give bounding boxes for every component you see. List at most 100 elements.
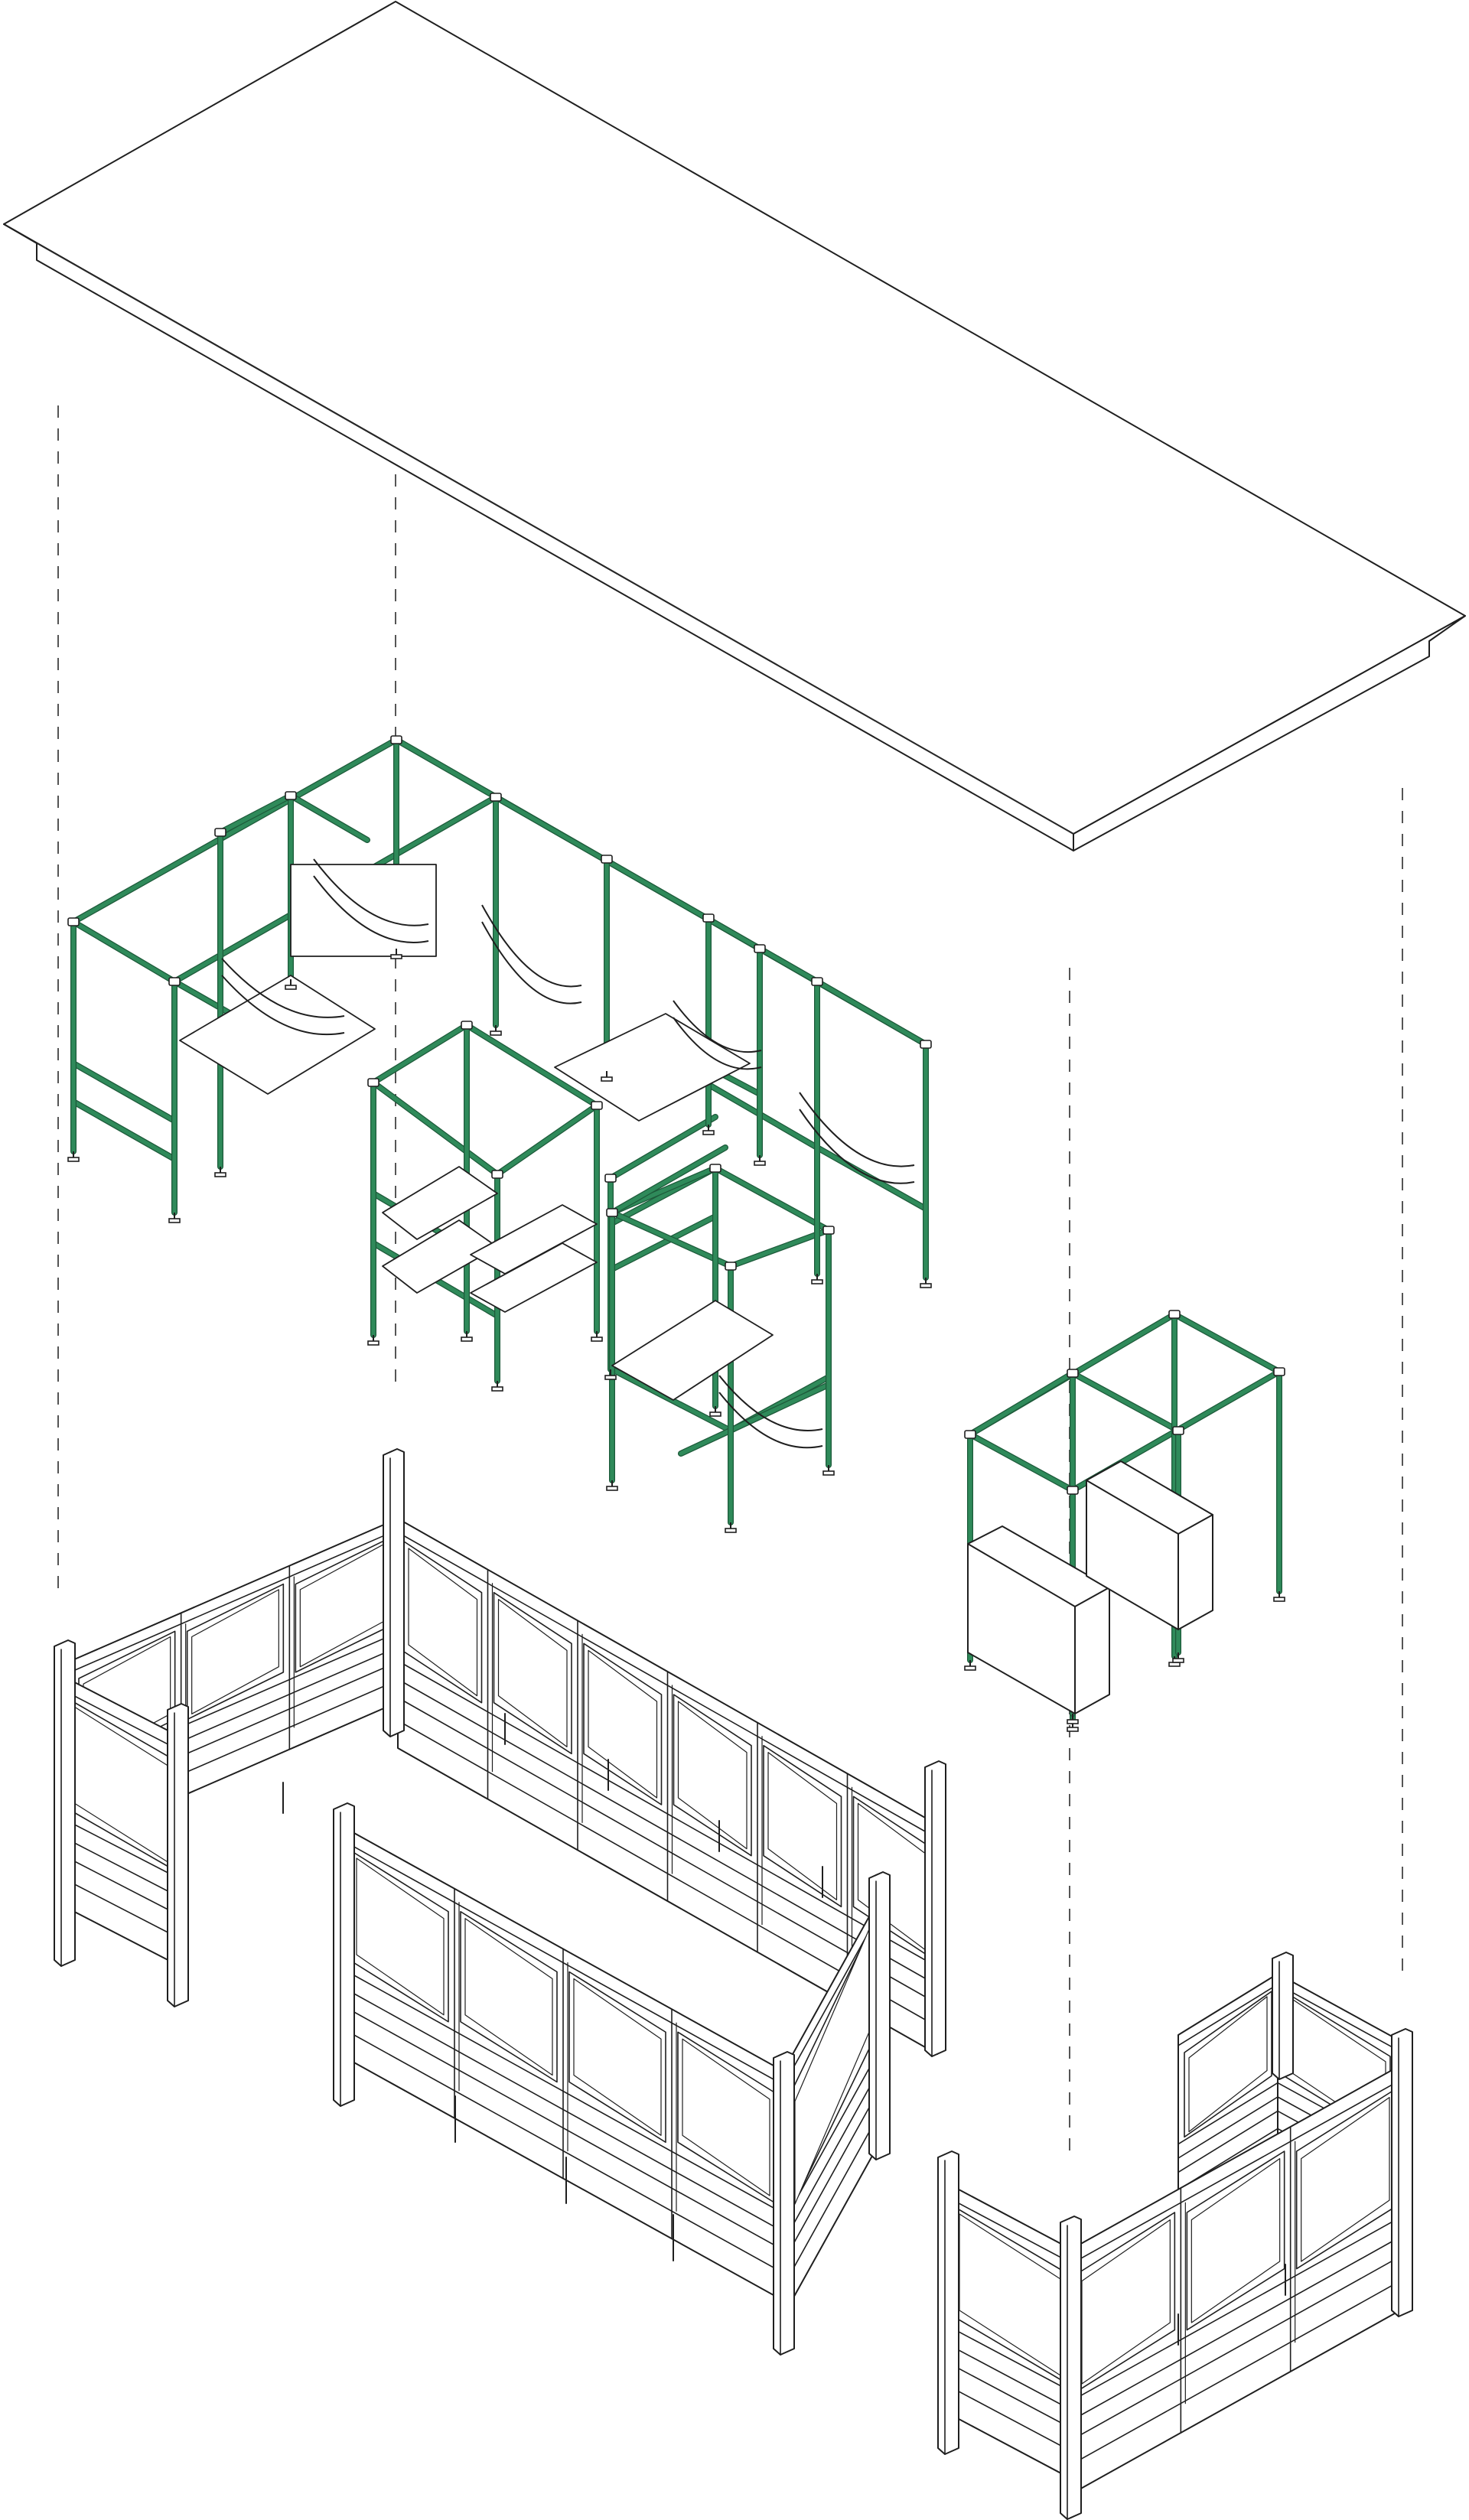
main-frame-shelf-3 bbox=[554, 1013, 751, 1122]
main-frame-rail-23 bbox=[728, 1228, 831, 1268]
main-enclosure-post-6 bbox=[773, 2051, 795, 2356]
small-frame-foot-6 bbox=[1172, 1658, 1184, 1663]
main-frame-foot-8 bbox=[702, 1130, 715, 1135]
main-frame-foot-12 bbox=[367, 1340, 379, 1346]
small-enclosure-left-wall-rail-1 bbox=[948, 2197, 1072, 2264]
small-enclosure-front-wall-rail-4 bbox=[1070, 2255, 1401, 2441]
small-frame-box-left bbox=[967, 1525, 1110, 1714]
main-frame-sling-6 bbox=[718, 1392, 823, 1449]
main-frame-foot-14 bbox=[491, 1386, 503, 1392]
small-enclosure-side-wall-rail-1 bbox=[1277, 1984, 1397, 2050]
small-enclosure-post-3 bbox=[1391, 2028, 1413, 2317]
main-frame-sling-edge-2 bbox=[799, 1092, 915, 1167]
main-frame-rail-15 bbox=[495, 1103, 599, 1177]
main-frame-foot-4 bbox=[285, 985, 297, 990]
main-frame-joint-16 bbox=[604, 1174, 617, 1183]
small-frame-foot-2 bbox=[1067, 1727, 1079, 1732]
main-frame-rail-31 bbox=[709, 1084, 819, 1150]
small-enclosure-left-wall-rail-2 bbox=[948, 2326, 1072, 2392]
main-enclosure-front-wall-panel-inner-2 bbox=[464, 1918, 553, 2076]
main-frame-rail-13 bbox=[464, 1023, 599, 1108]
main-frame-joint-13 bbox=[461, 1021, 473, 1030]
small-frame-box-left-top-side bbox=[1074, 1587, 1110, 1607]
main-enclosure-left-end-wall-rail-1 bbox=[60, 1688, 181, 1751]
main-enclosure-back-right-wall-panel-inner-3 bbox=[588, 1649, 658, 1799]
main-frame-foot-3 bbox=[214, 1172, 226, 1177]
main-frame-sling-4 bbox=[313, 875, 429, 943]
main-enclosure-back-left-wall-rail-1 bbox=[72, 1529, 399, 1672]
main-frame-foot-6 bbox=[490, 1030, 502, 1036]
roof-panel bbox=[3, 1, 1466, 851]
main-enclosure-back-right-wall-panel-inner-5 bbox=[767, 1752, 838, 1900]
main-enclosure-front-wall-panel-inner-3 bbox=[573, 1978, 662, 2136]
main-frame-sling-2 bbox=[799, 1109, 915, 1184]
main-frame-joint-2 bbox=[168, 977, 181, 986]
main-timber-enclosure bbox=[54, 1448, 946, 2356]
small-enclosure-back-wall-rail-4 bbox=[1177, 2110, 1278, 2173]
main-frame-rail-9 bbox=[71, 1061, 177, 1123]
main-enclosure-back-right-wall-panel-inner-4 bbox=[677, 1701, 748, 1850]
small-enclosure-front-wall-panel-inner-3 bbox=[1301, 2097, 1390, 2262]
main-frame-joint-4 bbox=[285, 791, 297, 800]
main-enclosure-back-left-wall-panel-inner-2 bbox=[191, 1589, 279, 1714]
main-frame-sling-edge-6 bbox=[718, 1375, 823, 1431]
alignment-guides bbox=[57, 405, 1403, 2157]
main-enclosure-left-end-wall-rail-4 bbox=[60, 1854, 181, 1916]
main-frame-foot-7 bbox=[601, 1076, 613, 1082]
main-frame-shelf-5 bbox=[382, 1166, 498, 1240]
main-enclosure-front-wall-panel-inner-1 bbox=[356, 1857, 445, 2016]
main-frame-joint-1 bbox=[67, 917, 80, 926]
main-enclosure-post-7 bbox=[868, 1871, 891, 2160]
main-frame-joint-11 bbox=[920, 1040, 932, 1049]
main-frame-sling-5 bbox=[673, 1017, 762, 1070]
main-frame-shelf-1 bbox=[179, 975, 376, 1095]
main-frame-rail-26 bbox=[610, 1367, 733, 1433]
small-frame-foot-4 bbox=[1273, 1597, 1285, 1602]
main-frame-joint-15 bbox=[591, 1101, 603, 1110]
main-enclosure-left-end-wall-rail-2 bbox=[60, 1817, 181, 1880]
main-enclosure-post-3 bbox=[383, 1448, 405, 1737]
main-frame-joint-9 bbox=[754, 944, 766, 953]
small-enclosure-left-wall-rail-4 bbox=[948, 2362, 1072, 2429]
small-frame-foot-1 bbox=[964, 1665, 976, 1671]
main-frame-sling-edge-4 bbox=[313, 858, 429, 926]
main-frame-rail-12 bbox=[371, 1023, 469, 1085]
small-frame-box-right-top-front bbox=[1086, 1480, 1179, 1535]
main-frame-joint-8 bbox=[702, 913, 715, 923]
small-enclosure-post-2 bbox=[1060, 2216, 1082, 2520]
main-frame-rail-7 bbox=[218, 793, 293, 835]
main-enclosure-back-right-wall-panel-inner-2 bbox=[497, 1599, 568, 1747]
roof-right-edge bbox=[1073, 615, 1466, 851]
small-enclosure-back-wall-rail-1 bbox=[1177, 1984, 1278, 2046]
main-frame-rail-1 bbox=[71, 737, 399, 924]
main-frame-foot-11 bbox=[920, 1283, 932, 1288]
main-enclosure-front-wall-panel-inner-4 bbox=[682, 2038, 770, 2196]
roof-edge-line bbox=[36, 243, 1074, 835]
small-tube-frame bbox=[964, 1310, 1285, 1732]
main-frame-rail-25 bbox=[713, 1166, 831, 1232]
main-frame-joint-6 bbox=[490, 793, 502, 802]
small-enclosure-front-wall-rail-1 bbox=[1070, 2079, 1401, 2264]
main-enclosure-post-2 bbox=[167, 1703, 189, 2007]
small-frame-joint-2 bbox=[1067, 1369, 1079, 1378]
small-timber-enclosure bbox=[937, 1952, 1413, 2520]
small-enclosure-left-wall-rail-5 bbox=[948, 2385, 1072, 2452]
main-frame-joint-12 bbox=[367, 1078, 379, 1087]
small-frame-rail-6 bbox=[968, 1371, 1075, 1437]
small-frame-joint-6 bbox=[1172, 1426, 1184, 1435]
main-enclosure-post-1 bbox=[54, 1639, 76, 1967]
small-enclosure-back-wall-rail-2 bbox=[1177, 2082, 1278, 2145]
main-frame-shelf-8 bbox=[470, 1242, 598, 1313]
main-frame-foot-1 bbox=[67, 1157, 80, 1162]
small-enclosure-post-4 bbox=[1272, 1952, 1294, 2080]
small-frame-box-right-top-side bbox=[1177, 1514, 1213, 1535]
small-frame-rail-5 bbox=[1070, 1371, 1181, 1433]
main-frame-joint-5 bbox=[390, 735, 402, 744]
main-frame-joint-10 bbox=[811, 977, 823, 986]
main-frame-sling-edge-1 bbox=[481, 904, 582, 988]
main-frame-rail-14 bbox=[371, 1080, 500, 1177]
main-frame-joint-18 bbox=[606, 1208, 618, 1217]
main-enclosure-back-right-wall-panel-inner-1 bbox=[408, 1548, 478, 1697]
main-frame-foot-13 bbox=[461, 1337, 473, 1342]
